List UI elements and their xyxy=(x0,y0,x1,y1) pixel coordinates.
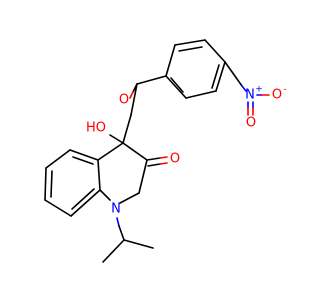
double-bond-inner xyxy=(72,156,94,165)
bond xyxy=(146,157,161,161)
ketone-linker: O xyxy=(119,75,167,144)
bond xyxy=(116,217,120,227)
nitro-oxygen-bottom-label: O xyxy=(246,116,256,131)
bond xyxy=(119,192,140,204)
nitrophenyl-ring xyxy=(165,39,226,99)
double-bond-inner xyxy=(50,170,53,198)
bond xyxy=(241,85,247,92)
bond xyxy=(122,142,148,161)
double-bond-inner xyxy=(211,64,220,89)
bond xyxy=(165,75,187,99)
bond xyxy=(70,189,101,217)
bond xyxy=(97,159,101,191)
nitro-nitrogen-charge: + xyxy=(255,85,263,95)
double-bond-inner xyxy=(178,46,203,52)
molecule-canvas: N + O - O O HO O N xyxy=(44,39,287,263)
bond xyxy=(174,39,206,46)
bond xyxy=(122,114,132,144)
bond xyxy=(129,91,134,99)
isopropyl-group xyxy=(102,217,154,263)
lactam-oxygen-label: O xyxy=(170,152,180,167)
bond xyxy=(118,225,125,241)
bond xyxy=(138,159,148,194)
nitro-group: N + O - O xyxy=(224,61,287,131)
bond xyxy=(99,189,111,201)
lactam-ring: O N xyxy=(97,142,180,217)
bond xyxy=(44,167,47,201)
molecule-structure: N + O - O O HO O N xyxy=(44,39,287,263)
bond xyxy=(102,239,125,263)
double-bond-inner xyxy=(170,77,184,93)
bond xyxy=(159,156,168,159)
bond xyxy=(159,162,168,165)
nitro-oxygen-right-label: O xyxy=(272,88,282,103)
bond xyxy=(45,149,71,169)
bond xyxy=(130,83,138,116)
carbonyl-oxygen-label: O xyxy=(119,93,129,108)
nitro-nitrogen-label: N xyxy=(245,88,255,103)
hydroxyl-group: HO xyxy=(86,121,124,144)
nitro-oxygen-right-charge: - xyxy=(283,85,286,95)
bond xyxy=(224,61,243,87)
hydroxyl-label: HO xyxy=(86,121,106,136)
bond xyxy=(44,199,72,217)
double-bond-inner xyxy=(71,188,95,210)
benzo-ring xyxy=(44,149,101,217)
bond xyxy=(215,61,226,92)
ring-nitrogen-label: N xyxy=(111,202,121,217)
bond xyxy=(204,39,226,63)
bond xyxy=(136,75,167,85)
bond xyxy=(69,149,99,161)
bond xyxy=(109,134,124,144)
bond xyxy=(165,44,176,77)
bond xyxy=(123,239,154,249)
bond xyxy=(97,142,124,161)
bond xyxy=(185,90,217,99)
bond xyxy=(147,163,161,167)
